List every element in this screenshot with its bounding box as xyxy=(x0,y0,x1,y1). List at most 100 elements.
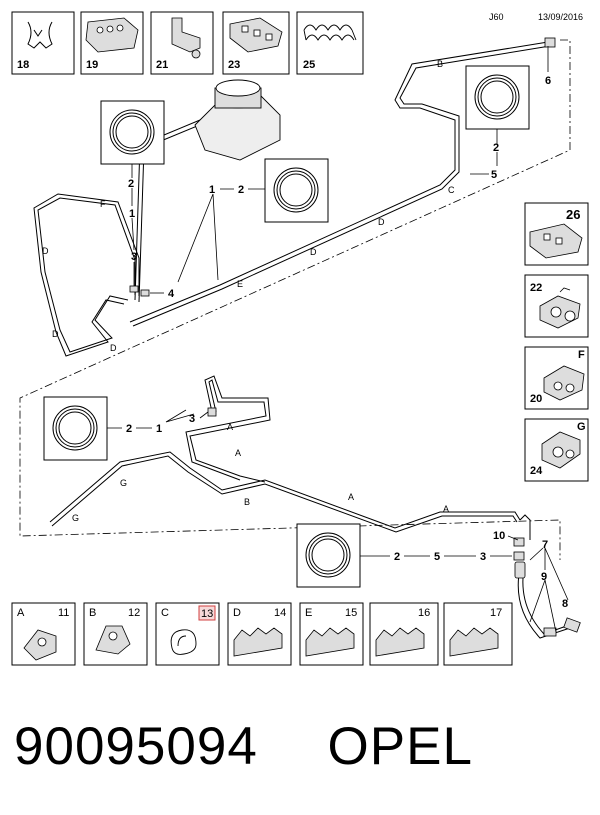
part-box-11[interactable]: A 11 xyxy=(11,602,76,666)
part-number-13: 13 xyxy=(201,608,213,620)
pipe-label-d: D xyxy=(110,343,117,353)
part-letter-c: C xyxy=(161,607,169,619)
part-number-26: 26 xyxy=(566,207,580,222)
section-divider xyxy=(19,39,571,560)
part-number-12: 12 xyxy=(128,607,140,619)
pipe-label-b: B xyxy=(244,497,250,507)
part-number-15: 15 xyxy=(345,607,357,619)
part-box-24[interactable]: G 24 xyxy=(524,418,589,482)
part-number-17: 17 xyxy=(490,607,502,619)
callout-4: 4 xyxy=(168,288,175,300)
pipe-holder-icon xyxy=(85,17,139,53)
clip-icon xyxy=(95,625,131,655)
pipe-label-d: D xyxy=(52,329,59,339)
part-number-24: 24 xyxy=(530,465,543,477)
part-footer: 90095094 OPEL xyxy=(14,716,594,796)
part-letter-b: B xyxy=(89,607,96,619)
part-letter-f: F xyxy=(578,349,585,361)
clip-icon xyxy=(539,287,581,329)
coil-box-lower-2 xyxy=(296,523,361,588)
part-box-18[interactable]: 18 xyxy=(11,11,75,75)
part-number-22: 22 xyxy=(530,282,542,294)
highlight-badge xyxy=(198,605,216,621)
pipe-coil-icon xyxy=(305,532,351,578)
part-number-25: 25 xyxy=(303,59,315,71)
multi-clip-icon xyxy=(449,627,499,657)
part-box-25[interactable]: 25 xyxy=(296,11,364,75)
callout-5: 5 xyxy=(434,551,440,563)
part-box-22[interactable]: 22 xyxy=(524,274,589,338)
callout-1: 1 xyxy=(209,184,215,196)
clip-icon xyxy=(27,21,53,49)
pipe-label-g: G xyxy=(120,478,127,488)
diagram-date: 13/09/2016 xyxy=(538,12,583,22)
pipe-holder-icon xyxy=(529,223,583,259)
callout-2: 2 xyxy=(126,423,132,435)
part-box-12[interactable]: B 12 xyxy=(83,602,148,666)
part-box-13[interactable]: C 13 xyxy=(155,602,220,666)
bracket-icon xyxy=(171,17,201,59)
callout-10: 10 xyxy=(493,530,505,542)
part-box-17[interactable]: 17 xyxy=(443,602,513,666)
callout-9: 9 xyxy=(541,571,547,583)
pipe-coil-icon xyxy=(52,405,98,451)
pipe-label-d: D xyxy=(378,217,385,227)
lower-callouts: 2 1 3 2 5 3 10 7 9 8 A A A A B G G xyxy=(72,413,568,610)
callout-2: 2 xyxy=(128,178,134,190)
pipe-label-a: A xyxy=(443,504,449,514)
part-letter-d: D xyxy=(233,607,241,619)
part-number-14: 14 xyxy=(274,607,286,619)
pipe-label-f: F xyxy=(100,199,106,209)
pipe-label-d: D xyxy=(42,246,49,256)
part-letter-g: G xyxy=(577,421,586,433)
pipe-end-fitting xyxy=(544,37,556,48)
part-box-15[interactable]: E 15 xyxy=(299,602,364,666)
grommet-icon xyxy=(170,629,197,655)
pipe-coil-icon xyxy=(109,109,155,155)
pipe-fitting xyxy=(207,407,525,561)
part-number-21: 21 xyxy=(156,59,168,71)
part-letter-a: A xyxy=(17,607,25,619)
part-box-23[interactable]: 23 xyxy=(222,11,290,75)
part-number-23: 23 xyxy=(228,59,240,71)
pipe-coil-icon xyxy=(474,74,520,120)
part-box-16[interactable]: 16 xyxy=(369,602,439,666)
part-box-20[interactable]: F 20 xyxy=(524,346,589,410)
part-number-20: 20 xyxy=(530,393,542,405)
pipe-label-a: A xyxy=(348,492,354,502)
pipe-label-d: D xyxy=(310,247,317,257)
callout-3: 3 xyxy=(131,251,137,263)
pipe-label-a: A xyxy=(227,422,233,432)
part-number-19: 19 xyxy=(86,59,98,71)
pipe-label-b: B xyxy=(437,59,443,69)
part-box-21[interactable]: 21 xyxy=(150,11,214,75)
part-letter-e: E xyxy=(305,607,312,619)
callout-6: 6 xyxy=(545,75,551,87)
part-box-14[interactable]: D 14 xyxy=(227,602,292,666)
callout-5: 5 xyxy=(491,169,497,181)
diagram-code: J60 xyxy=(489,12,504,22)
part-number-16: 16 xyxy=(418,607,430,619)
callout-1: 1 xyxy=(156,423,162,435)
part-box-26[interactable]: 26 xyxy=(524,202,589,266)
coil-box-upper-1 xyxy=(100,100,165,165)
part-number-18: 18 xyxy=(17,59,29,71)
multi-clip-icon xyxy=(375,627,425,657)
multi-clip-icon xyxy=(305,627,355,657)
callout-3: 3 xyxy=(189,413,195,425)
clip-icon xyxy=(543,365,585,401)
pipe-label-g: G xyxy=(72,513,79,523)
abs-module xyxy=(194,79,281,161)
part-box-19[interactable]: 19 xyxy=(80,11,144,75)
multi-clip-icon xyxy=(229,17,283,53)
clip-icon xyxy=(541,431,581,469)
pipe-label-c: C xyxy=(448,185,455,195)
lower-leader-lines xyxy=(107,409,569,633)
callout-2: 2 xyxy=(238,184,244,196)
multi-clip-icon xyxy=(233,627,283,657)
coil-box-lower-1 xyxy=(43,396,108,461)
pipe-label-a: A xyxy=(235,448,241,458)
callout-1: 1 xyxy=(129,208,135,220)
upper-callouts: 2 1 3 4 1 2 2 5 6 B C D D D D D E F xyxy=(42,59,551,353)
